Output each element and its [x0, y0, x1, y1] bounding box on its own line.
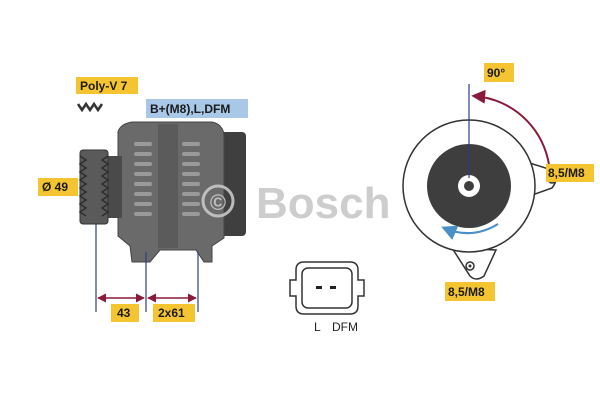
mounting-badge: 2x61 — [153, 304, 195, 322]
terminals-label: B+(M8),L,DFM — [150, 102, 230, 116]
offset-label: 43 — [117, 306, 131, 320]
rotation-arrow-icon — [441, 223, 499, 240]
diameter-label: Ø 49 — [42, 180, 68, 194]
poly-v-groove-icon — [76, 101, 104, 113]
bearing-hub — [108, 156, 122, 218]
mount-upper-label: 8,5/M8 — [548, 166, 585, 180]
belt-label: Poly-V 7 — [80, 79, 128, 93]
side-view — [76, 101, 246, 312]
connector-plug-icon — [289, 261, 365, 315]
terminals-badge: B+(M8),L,DFM — [146, 99, 248, 118]
watermark: © Bosch — [201, 179, 390, 228]
angle-badge: 90° — [484, 63, 514, 82]
mount-lower-label: 8,5/M8 — [448, 285, 485, 299]
copyright-ring — [201, 184, 235, 218]
angle-label: 90° — [487, 66, 505, 80]
watermark-copyright: © — [210, 190, 226, 215]
watermark-brand: Bosch — [256, 179, 390, 228]
mount-lower-badge: 8,5/M8 — [445, 282, 495, 301]
plug-l-label: L — [314, 320, 321, 334]
offset-badge: 43 — [111, 304, 139, 322]
shaft-center — [464, 181, 474, 191]
front-view — [402, 84, 557, 280]
stator-band — [158, 124, 178, 248]
belt-badge: Poly-V 7 — [76, 77, 138, 94]
plug-dfm-label: DFM — [332, 320, 358, 334]
mount-upper-badge: 8,5/M8 — [546, 164, 594, 182]
vent-slots — [134, 142, 200, 216]
diameter-badge: Ø 49 — [38, 178, 78, 196]
pulley-icon — [78, 149, 110, 225]
angle-arrow — [471, 89, 551, 175]
mounting-label: 2x61 — [158, 306, 185, 320]
